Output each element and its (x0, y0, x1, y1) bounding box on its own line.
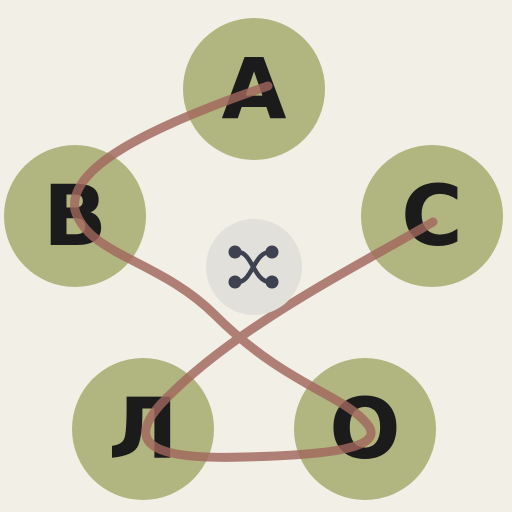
shuffle-icon (228, 245, 279, 289)
letter-tile-b[interactable]: В (4, 145, 146, 287)
letter-tile-o[interactable]: О (294, 358, 436, 500)
letter-l: Л (108, 380, 178, 478)
letter-c: С (401, 167, 463, 265)
letter-o: О (329, 380, 401, 478)
letter-tile-c[interactable]: С (361, 145, 503, 287)
letter-tile-a[interactable]: А (183, 18, 325, 160)
letter-tile-l[interactable]: Л (72, 358, 214, 500)
letter-b: В (42, 167, 108, 265)
letter-a: А (221, 40, 287, 138)
shuffle-button[interactable] (206, 219, 302, 315)
